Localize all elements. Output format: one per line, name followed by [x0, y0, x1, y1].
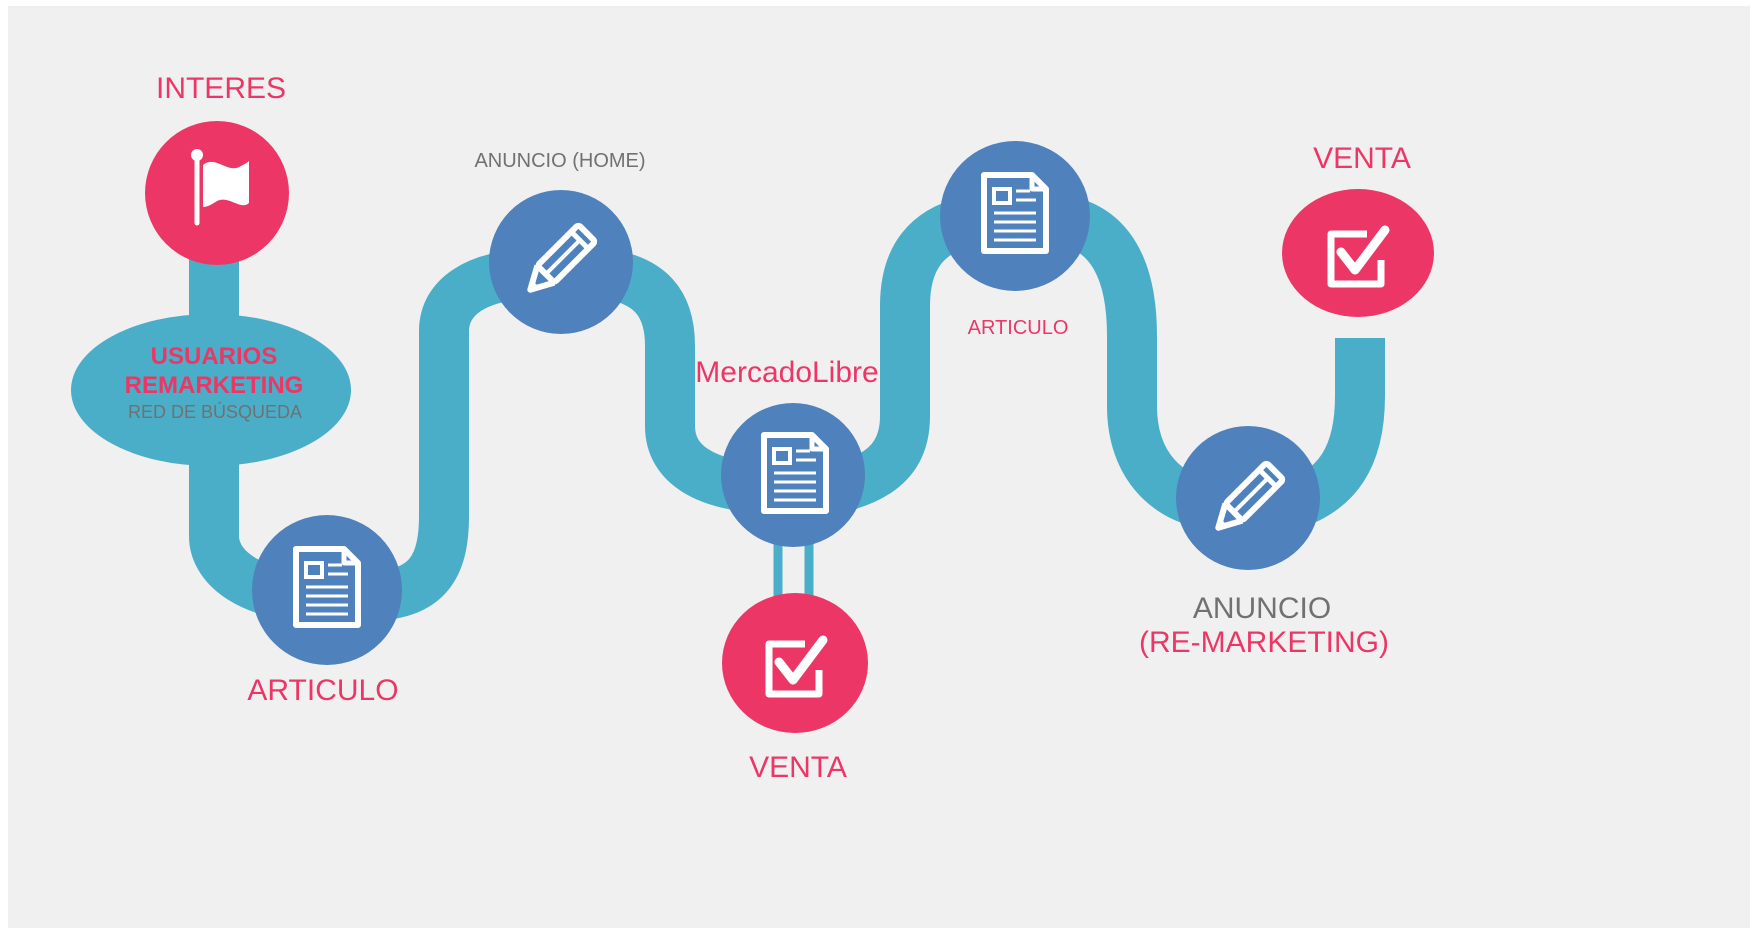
anuncio-remarketing-label-2: (RE-MARKETING) [1139, 626, 1389, 659]
venta-label-1: VENTA [749, 751, 847, 784]
mercadolibre-node[interactable] [721, 403, 865, 547]
articulo-label-2: ARTICULO [967, 317, 1069, 339]
usuarios-label: USUARIOS [150, 343, 278, 370]
venta-node-2[interactable] [1282, 189, 1434, 317]
venta-node-1[interactable] [722, 593, 868, 733]
anuncio-remarketing-node[interactable] [1176, 426, 1320, 570]
interes-node[interactable] [145, 121, 289, 265]
usuarios-remarketing-ellipse [71, 314, 351, 466]
interes-label: INTERES [155, 72, 287, 105]
red-busqueda-label: RED DE BÚSQUEDA [127, 402, 303, 422]
anuncio-home-label: ANUNCIO (HOME) [474, 150, 646, 172]
articulo-node-1[interactable] [252, 515, 402, 665]
diagram-canvas: INTERES USUARIOS REMARKETING RED DE BÚSQ… [8, 6, 1750, 928]
mercadolibre-label: MercadoLibre [695, 356, 879, 389]
anuncio-remarketing-label-1: ANUNCIO [1192, 592, 1332, 625]
articulo-node-2[interactable] [940, 141, 1090, 291]
articulo-label-1: ARTICULO [247, 674, 399, 707]
journey-diagram [71, 121, 1434, 733]
remarketing-label: REMARKETING [124, 372, 304, 399]
anuncio-home-node[interactable] [489, 190, 633, 334]
venta-label-2: VENTA [1313, 142, 1411, 175]
